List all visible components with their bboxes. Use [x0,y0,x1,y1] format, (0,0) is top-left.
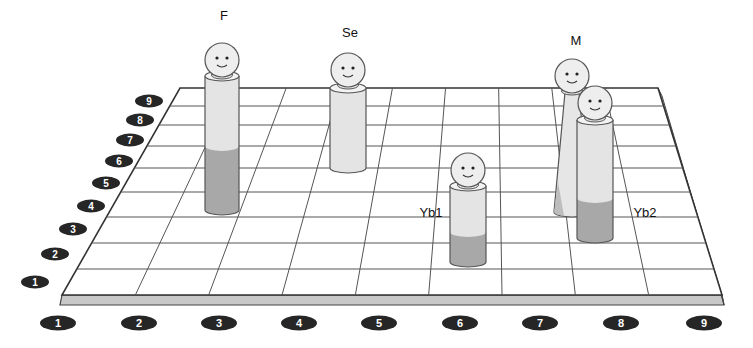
piece-name: Se [342,25,358,40]
grid-line [92,243,706,244]
piece-outline [205,76,239,215]
piece-head [578,86,612,120]
piece-eye [588,99,591,102]
piece-eye [471,166,474,169]
piece-smile [343,75,353,77]
row-number: 9 [135,95,163,108]
row-number: 3 [59,223,87,236]
piece-outline [577,120,613,243]
piece-name: M [571,33,582,48]
row-number: 8 [126,114,154,127]
grid-line [77,269,714,270]
column-number: 5 [361,316,397,331]
piece-eye [461,166,464,169]
column-number: 1 [40,316,76,331]
piece-head [451,153,485,187]
piece-eye [575,72,578,75]
piece-body [205,76,239,215]
piece-eye [565,72,568,75]
piece-body [450,186,486,267]
column-number: 3 [201,316,237,331]
piece-eye [598,99,601,102]
piece-outline [330,88,366,173]
piece-head [331,53,365,87]
piece-outline [450,186,486,267]
piece-smile [463,175,473,177]
grid-line [429,88,446,295]
piece-shade [577,198,613,243]
row-number: 4 [77,200,105,213]
piece-name: Yb1 [419,205,442,220]
column-number: 6 [442,316,478,331]
row-number: 2 [41,248,69,261]
column-number: 4 [281,316,317,331]
piece-eye [215,56,218,59]
row-number: 6 [105,155,133,168]
board-edge [60,295,724,305]
row-number: 5 [92,177,120,190]
piece-body [330,88,366,173]
piece-shade [554,182,564,216]
column-number: 9 [686,316,722,331]
row-number: 1 [21,276,49,289]
piece-shade [450,232,486,267]
piece-smile [590,108,600,110]
piece-head [555,59,589,93]
piece-body [577,120,613,243]
piece-name: F [220,8,228,23]
column-number: 2 [121,316,157,331]
piece-eye [341,66,344,69]
row-number: 7 [116,134,144,147]
grid-line [499,88,502,295]
piece-smile [217,65,227,67]
piece-eye [351,66,354,69]
board-top [62,88,722,295]
column-number: 7 [522,316,558,331]
piece-head [205,43,239,77]
piece-name: Yb2 [633,205,656,220]
column-number: 8 [603,316,639,331]
piece-shade [205,146,239,215]
piece-smile [567,81,577,83]
piece-eye [225,56,228,59]
